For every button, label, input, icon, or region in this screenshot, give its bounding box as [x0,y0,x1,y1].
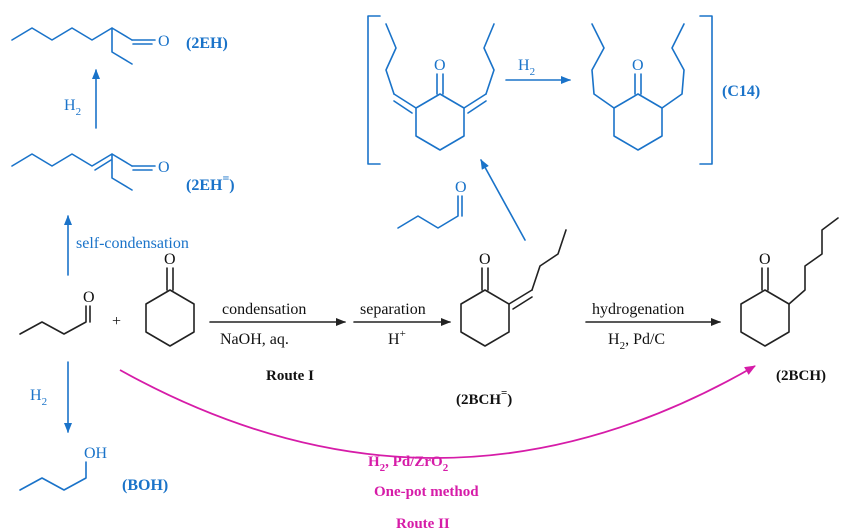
reagent-h-plus: H [388,331,400,348]
bracket-left [367,15,381,165]
molecule-2bch: O [740,217,839,347]
atom-o-2eh: O [158,33,170,50]
label-2bch-unsat: (2BCH=) [456,387,512,408]
atom-o-c14-unsat: O [434,57,446,74]
atom-oh-butanol: OH [84,445,108,462]
label-2eh: (2EH) [186,35,228,52]
molecule-2eh-unsat: O (2EH=) [11,153,235,194]
atom-o-cyclohexanone: O [164,251,176,268]
label-c14: (C14) [722,83,760,100]
atom-o-butanal: O [83,289,95,306]
label-route-1: Route I [266,368,314,384]
arrow-route-2 [119,365,756,459]
reagent-h2-pdc: H [608,331,620,348]
label-boh: (BOH) [122,477,168,494]
atom-o-2eh-unsat: O [158,159,170,176]
molecule-butanal-2: O [397,179,467,229]
label-route-2: Route II [396,516,450,532]
reagent-naoh: NaOH, aq. [220,331,289,348]
atom-o-2bch: O [759,251,771,268]
reagent-condensation: condensation [222,301,306,318]
svg-text:H2: H2 [518,57,535,78]
atom-o-c14: O [632,57,644,74]
svg-text:H2: H2 [64,97,81,118]
molecule-c14: O [591,23,685,151]
plus-sign: + [112,313,121,330]
reagent-self-condensation: self-condensation [76,235,189,252]
reagent-hydrogenation: hydrogenation [592,301,684,318]
arrow-to-c14 [480,159,526,241]
svg-text:H2: H2 [30,387,47,408]
svg-text:H+: H+ [388,328,406,348]
bracket-right [699,15,713,165]
label-onepot: One-pot method [374,484,479,500]
atom-o-butanal-2: O [455,179,467,196]
label-2eh-unsat: (2EH=) [186,171,235,194]
svg-text:H2, Pd/ZrO2: H2, Pd/ZrO2 [368,454,449,474]
svg-text:H2, Pd/C: H2, Pd/C [608,331,665,352]
molecule-cyclohexanone: O [145,251,195,347]
reagent-h2-top: H [64,97,76,114]
molecule-c14-unsat: O [385,23,495,151]
atom-o-2bch-unsat: O [479,251,491,268]
label-2bch: (2BCH) [776,368,826,384]
reagent-separation: separation [360,301,426,318]
molecule-butanol: OH (BOH) [19,445,168,494]
reagent-h2-c14: H [518,57,530,74]
reagent-h2-boh: H [30,387,42,404]
molecule-2bch-unsat: O [460,229,567,347]
molecule-butanal: O [19,289,95,335]
reagent-h2-pdzro2: H [368,454,380,470]
molecule-2eh: O (2EH) [11,27,228,65]
